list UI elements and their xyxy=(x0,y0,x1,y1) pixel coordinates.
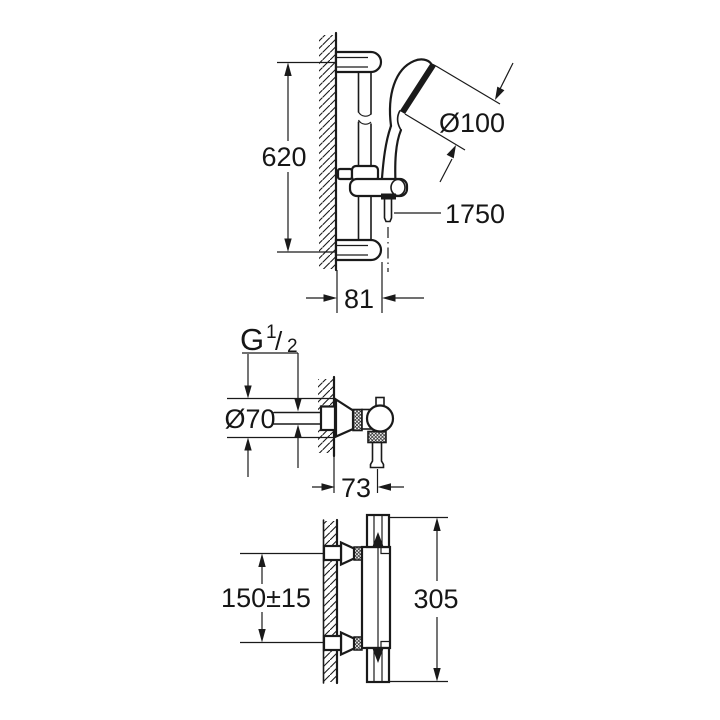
mixer-body xyxy=(360,513,392,684)
outlet-hose-stub xyxy=(369,441,385,469)
dim-d100-arrowline-lower xyxy=(439,158,453,183)
shower-holder-slider xyxy=(336,164,409,200)
spray-face-plate xyxy=(399,62,436,114)
dim-620: 620 xyxy=(261,61,336,253)
thread-letter: G xyxy=(240,322,264,357)
upper-inlet-connection xyxy=(322,540,363,567)
rail-break-symbol xyxy=(357,111,372,125)
thread-slash: / xyxy=(275,326,283,356)
wall-hatching xyxy=(319,35,336,269)
dim-620-arrow-up xyxy=(284,62,292,76)
dim-305-label: 305 xyxy=(413,584,458,614)
dim-150-label: 150±15 xyxy=(221,583,311,613)
body-corner-notches xyxy=(380,547,390,648)
hand-shower-head-inner-edge xyxy=(396,110,402,131)
head-rim-line xyxy=(430,62,437,67)
dim-73-arrow-left xyxy=(321,483,335,491)
lower-knurled-nut xyxy=(353,636,363,651)
wall-section-bottom xyxy=(322,518,339,685)
dim-81-extension-lines xyxy=(336,262,383,313)
valve-body-side xyxy=(334,396,395,469)
lower-inlet-connection xyxy=(322,630,363,657)
dim-150-extension-lines xyxy=(240,552,323,644)
dim-hose-length: 1750 xyxy=(394,199,505,229)
escutcheon-cone xyxy=(334,397,355,439)
upper-knurled-nut xyxy=(353,546,363,561)
dim-d100-extension-lower xyxy=(404,113,466,151)
dim-d70-extension-lines xyxy=(227,397,334,439)
holder-socket-ring xyxy=(390,178,406,197)
holder-lock-knob xyxy=(336,167,354,181)
dim-g12-leader-lines xyxy=(242,352,299,468)
shower-hose xyxy=(383,198,393,272)
dim-620-arrow-down xyxy=(284,238,292,252)
upper-escutcheon xyxy=(339,540,356,567)
dim-305-extension-lines xyxy=(390,516,448,683)
upper-union-nut xyxy=(322,544,343,562)
top-handle-grip-mark xyxy=(372,532,384,547)
rail-bottom-bracket-detail xyxy=(336,244,368,256)
wall-section-middle xyxy=(318,375,336,493)
dim-150-arrow-up xyxy=(258,553,266,567)
thread-numerator: 1 xyxy=(266,322,277,343)
dim-g12-arrow-down xyxy=(294,398,302,412)
mixer-valve-side-view: G 1 / 2 Ø70 73 xyxy=(224,322,404,503)
dim-g12-arrow-up xyxy=(294,424,302,438)
dim-d70-arrow-up xyxy=(244,437,252,451)
hand-shower xyxy=(379,58,437,195)
rail-bottom-bracket xyxy=(334,238,383,262)
hose-union-nut xyxy=(367,430,387,444)
thermostat-front-view: 150±15 305 xyxy=(221,513,459,685)
dim-head-diameter: Ø100 xyxy=(404,62,514,183)
dim-d100-label: Ø100 xyxy=(439,108,505,138)
dim-73: 73 xyxy=(312,469,404,503)
hose-outline xyxy=(383,198,393,223)
bottom-handle-channel xyxy=(373,649,383,682)
dim-d100-arrow-upper xyxy=(495,86,505,100)
dim-1750-label: 1750 xyxy=(445,199,505,229)
dim-rosette-diameter: Ø70 xyxy=(224,354,334,477)
inlet-connection xyxy=(272,405,337,432)
dim-305-arrow-down xyxy=(433,668,441,682)
dim-305: 305 xyxy=(390,516,459,683)
shower-rail-assembly-view: 620 Ø100 1750 81 xyxy=(261,31,514,314)
dim-d70-label: Ø70 xyxy=(224,404,275,434)
dim-center-distance: 150±15 xyxy=(221,552,323,644)
bottom-handle xyxy=(365,646,391,684)
dim-81: 81 xyxy=(306,262,424,314)
inlet-pipe-stub xyxy=(273,411,323,425)
hose-nut xyxy=(381,193,396,200)
shower-rail xyxy=(334,50,383,262)
thread-denominator: 2 xyxy=(287,336,298,357)
dim-thread-g12: G 1 / 2 xyxy=(240,322,302,468)
thermostat-knob-side xyxy=(365,404,395,433)
pipe-mask xyxy=(272,410,324,426)
hand-shower-head-outer-edge xyxy=(389,58,433,128)
body-outline xyxy=(360,545,392,650)
dim-150-arrow-down xyxy=(258,629,266,643)
dim-81-label: 81 xyxy=(344,284,374,314)
dim-d100-arrow-lower xyxy=(446,145,456,159)
dim-d70-arrow-down xyxy=(244,385,252,399)
lower-escutcheon xyxy=(339,630,356,657)
knurled-ring xyxy=(352,408,363,432)
bottom-handle-grip-mark xyxy=(372,648,384,663)
dim-305-arrow-up xyxy=(433,517,441,531)
rail-top-bracket-detail xyxy=(336,56,368,68)
wall-section xyxy=(319,31,338,272)
dim-73-arrow-right xyxy=(377,483,391,491)
top-handle-channel xyxy=(373,515,383,546)
lower-union-nut xyxy=(322,634,343,652)
dim-81-arrow-left xyxy=(323,294,337,302)
dim-81-arrow-right xyxy=(382,294,396,302)
dim-620-label: 620 xyxy=(261,142,306,172)
union-nut xyxy=(319,405,337,432)
dim-620-extension-lines xyxy=(277,61,336,253)
dim-d100-extension-upper xyxy=(435,65,501,105)
dim-73-label: 73 xyxy=(341,473,371,503)
top-handle xyxy=(365,513,391,549)
rail-top-bracket xyxy=(334,50,383,74)
dim-d100-arrowline-upper xyxy=(497,62,514,94)
